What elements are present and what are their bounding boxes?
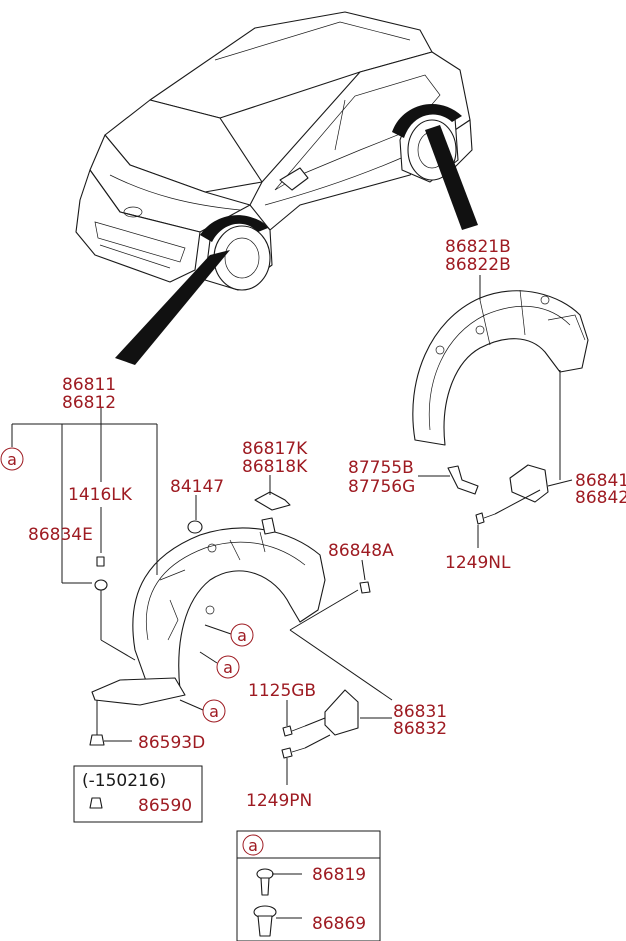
label-86818k: 86818K (242, 457, 308, 477)
clip-86869-icon (253, 905, 277, 937)
label-86834e: 86834E (28, 525, 93, 545)
label-86831: 86831 (393, 702, 447, 722)
ref-marker-a-4: a (202, 699, 226, 723)
label-84147: 84147 (170, 477, 224, 497)
fastener-1416lk-icon (96, 556, 105, 567)
label-86842: 86842 (575, 488, 626, 508)
label-86593d: 86593D (138, 733, 205, 753)
ref-marker-a-2: a (230, 623, 254, 647)
ref-marker-a-3: a (216, 655, 240, 679)
callout-sweep-rear (425, 125, 478, 230)
label-87756g: 87756G (348, 477, 415, 497)
label-86841: 86841 (575, 471, 626, 491)
label-86821b: 86821B (445, 237, 511, 257)
svg-text:a: a (237, 626, 247, 645)
cover-86831 (324, 689, 359, 736)
rear-wheel-liner (412, 289, 589, 446)
label-87755b: 87755B (348, 458, 414, 478)
svg-text:a: a (7, 450, 17, 469)
label-1249nl: 1249NL (445, 553, 511, 573)
variant-box-150216: (-150216) 86590 (73, 765, 203, 823)
screw-1249pn-icon (281, 747, 306, 759)
label-1125gb: 1125GB (248, 681, 316, 701)
label-86848a: 86848A (328, 541, 394, 561)
label-86869: 86869 (312, 914, 366, 934)
bracket-87755b (447, 465, 479, 495)
leader-lines (11, 275, 573, 805)
clip-86593d-icon (89, 734, 105, 746)
label-1249pn: 1249PN (246, 791, 312, 811)
label-86832: 86832 (393, 719, 447, 739)
callout-sweep-front (115, 250, 230, 365)
bracket-86817k (254, 491, 291, 511)
front-wheel-liner (91, 517, 326, 706)
ref-legend-box: a 86819 86869 (236, 830, 381, 941)
ref-marker-a-1: a (0, 447, 24, 471)
bolt-1125gb-icon (282, 725, 306, 737)
label-1416lk: 1416LK (68, 485, 133, 505)
svg-text:a: a (223, 658, 233, 677)
label-86822b: 86822B (445, 255, 511, 275)
clip-84147-icon (187, 520, 203, 534)
car-illustration (75, 11, 473, 291)
variant-date-label: (-150216) (82, 771, 166, 791)
screw-1249nl-icon (475, 512, 496, 525)
legend-ref-marker: a (248, 836, 258, 855)
label-86817k: 86817K (242, 439, 308, 459)
washer-86834e-icon (94, 579, 108, 591)
clip-86848a-icon (359, 581, 371, 594)
splash-guard-86841 (509, 464, 549, 503)
svg-text:a: a (209, 702, 219, 721)
label-86812: 86812 (62, 393, 116, 413)
label-86590: 86590 (138, 796, 192, 816)
label-86811: 86811 (62, 375, 116, 395)
label-86819: 86819 (312, 865, 366, 885)
